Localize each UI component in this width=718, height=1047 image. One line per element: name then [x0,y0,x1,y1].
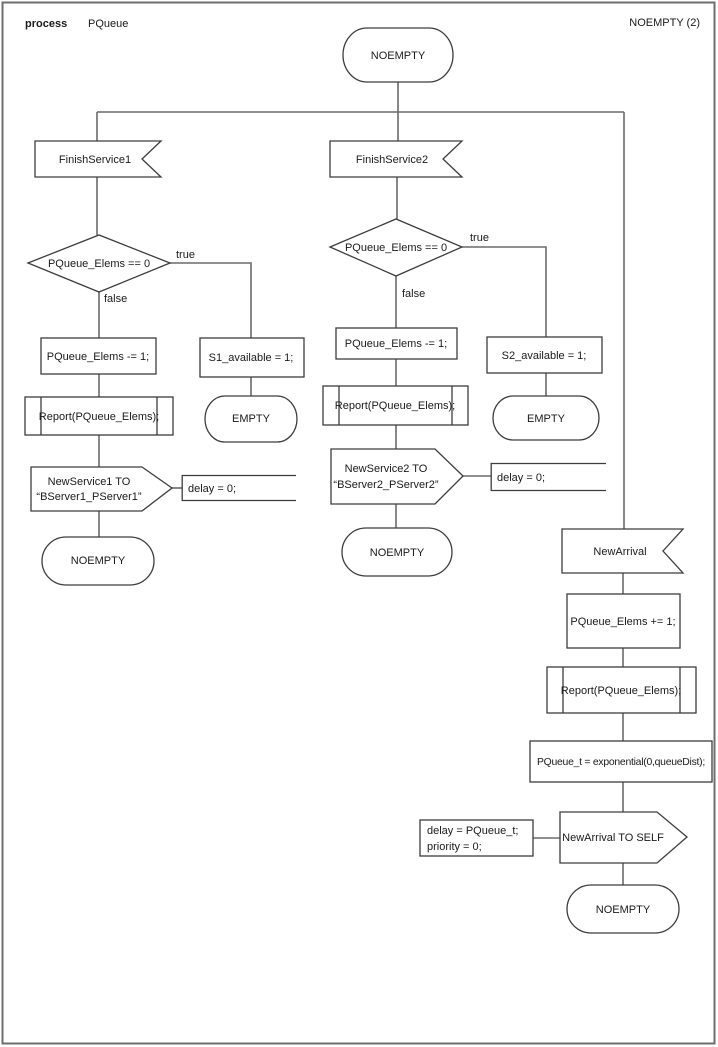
task-label: S1_available = 1; [209,352,294,364]
signal-parameter-box [419,819,534,857]
task-label: S2_available = 1; [502,350,587,362]
state-symbol [204,395,298,443]
signal-parameter-label-line1: delay = PQueue_t; [427,825,518,837]
input-signal-symbol [329,140,464,178]
state-page-reference: NOEMPTY (2) [629,17,700,29]
output-signal-label: NewArrival TO SELF [562,832,664,844]
procedure-call-symbol [322,385,469,426]
state-symbol [342,27,454,83]
state-label: EMPTY [232,413,271,425]
connectors [96,82,625,885]
output-signal-label-line2: “BServer2_PServer2” [333,479,438,491]
state-label: NOEMPTY [371,50,426,62]
state-symbol [41,536,155,586]
task-symbol [335,327,458,360]
input-signal-label: FinishService1 [59,154,131,166]
task-symbol [566,593,681,649]
task-symbol [40,337,157,375]
output-signal-symbol [30,466,174,512]
signal-parameter-box [181,474,296,502]
task-symbol [486,336,603,374]
process-name: PQueue [88,18,128,30]
process-kind-label: process [25,18,67,30]
input-signal-label: NewArrival [593,546,646,558]
signal-parameter-label: delay = 0; [497,472,545,484]
signal-parameter-label-line2: priority = 0; [427,841,482,853]
state-symbol [341,527,453,577]
output-signal-symbol [330,448,464,505]
output-signal-label-line1: NewService2 TO [345,463,428,475]
signal-parameter-label: delay = 0; [188,483,236,495]
connector-line [170,262,252,338]
decision-symbol [328,218,464,277]
input-signal-symbol [561,528,685,574]
branch-false-label: false [104,293,127,305]
branch-false-label: false [402,288,425,300]
state-symbol [492,395,600,441]
procedure-call-symbol [24,396,174,436]
state-label: NOEMPTY [596,904,651,916]
state-symbol [566,884,680,934]
signal-parameter-box [490,462,606,492]
output-signal-symbol [559,811,689,864]
connector-line [462,246,547,337]
decision-label: PQueue_Elems == 0 [48,258,150,270]
state-label: NOEMPTY [71,555,126,567]
task-label: PQueue_t = exponential(0,queueDist); [537,757,705,768]
input-signal-symbol [34,140,163,178]
output-signal-label-line2: “BServer1_PServer1” [36,491,141,503]
decision-symbol [26,234,172,293]
branch-finish-service-1: FinishService1 PQueue_Elems == 0 true fa… [24,140,305,586]
state-start-noempty: NOEMPTY [342,27,454,83]
task-symbol [529,740,713,783]
decision-label: PQueue_Elems == 0 [345,242,447,254]
procedure-call-label: Report(PQueue_Elems); [39,411,159,423]
branch-new-arrival: NewArrival PQueue_Elems += 1; Report(PQu… [419,528,713,934]
input-signal-label: FinishService2 [356,154,428,166]
state-label: EMPTY [527,413,566,425]
branch-true-label: true [176,249,195,261]
task-label: PQueue_Elems -= 1; [47,351,149,363]
procedure-call-label: Report(PQueue_Elems); [335,400,455,412]
output-signal-label-line1: NewService1 TO [48,476,131,488]
branch-finish-service-2: FinishService2 PQueue_Elems == 0 true fa… [322,140,606,577]
state-label: NOEMPTY [370,547,425,559]
procedure-call-label: Report(PQueue_Elems); [561,685,681,697]
task-symbol [199,337,305,378]
header: process PQueue NOEMPTY (2) [25,17,700,30]
task-label: PQueue_Elems += 1; [570,616,675,628]
task-label: PQueue_Elems -= 1; [345,338,447,350]
branch-true-label: true [470,232,489,244]
procedure-call-symbol [546,666,697,714]
